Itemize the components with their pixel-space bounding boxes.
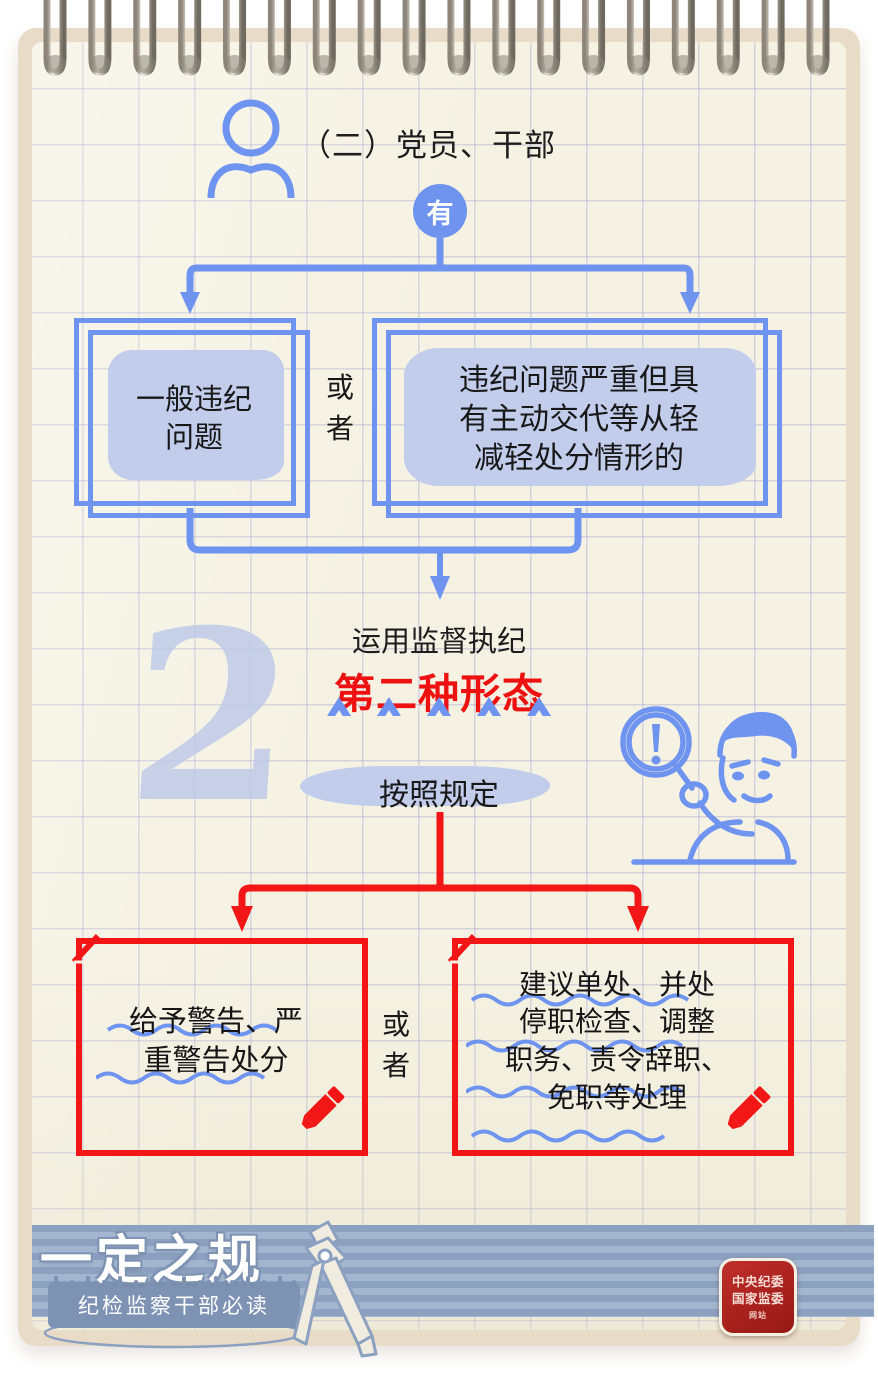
- level2-left-line-2: 重警告处分: [143, 1043, 289, 1077]
- level2-right-line-4: 免职等处理: [546, 1080, 687, 1114]
- level1-left-box-shadow: [74, 318, 296, 506]
- level2-right-line-3: 职务、责令辞职、: [504, 1043, 729, 1076]
- compass-divider-icon: [292, 1220, 378, 1358]
- level1-or-char-2: 者: [325, 411, 354, 445]
- level2-right-line-1: 建议单处、并处: [518, 967, 715, 1001]
- triangle-icon: [327, 697, 351, 735]
- badge-line-1: 中央纪委: [731, 1273, 784, 1289]
- level2-left-line-1: 给予警告、严: [128, 1004, 303, 1039]
- level1-or-char-1: 或: [325, 371, 354, 404]
- triangle-icon: [427, 697, 451, 735]
- middle-heading-line1: 运用监督执纪: [351, 624, 526, 658]
- level1-left-box: [88, 330, 310, 518]
- level1-right-box-text: 违纪问题严重但具 有主动交代等从轻 减轻处分情形的: [386, 330, 772, 508]
- level2-right-corner-fold: [447, 933, 477, 970]
- level1-or-label: 或 者: [320, 368, 360, 449]
- person-icon: [207, 99, 295, 198]
- level1-right-line-3: 减轻处分情形的: [474, 440, 684, 476]
- triangle-icon: [477, 697, 501, 735]
- level1-right-highlight: [404, 348, 756, 486]
- level1-left-line-1: 一般违纪: [135, 382, 252, 417]
- level2-or-label: 或 者: [376, 1005, 416, 1086]
- regulation-text: 按照规定: [379, 778, 499, 813]
- pencil-icon: [299, 1086, 345, 1131]
- pencil-icon: [725, 1086, 771, 1131]
- page-title: （二）党员、干部: [300, 128, 556, 164]
- level2-right-box: [452, 938, 794, 1156]
- level1-right-line-2: 有主动交代等从轻: [459, 401, 699, 437]
- brand-subtitle: 纪检监察干部必读: [78, 1294, 270, 1318]
- level1-left-line-2: 问题: [164, 420, 223, 454]
- triangle-icon: [527, 697, 551, 735]
- level2-left-corner-fold: [71, 933, 101, 970]
- status-node-has: 有: [413, 184, 467, 238]
- badge-line-2: 国家监委: [731, 1291, 784, 1307]
- badge-line-3: 网站: [749, 1309, 767, 1320]
- man-with-magnifier-icon: [620, 706, 797, 865]
- official-badge: 中央纪委 国家监委 网站: [719, 1258, 797, 1336]
- level1-left-box-text: 一般违纪 问题: [88, 330, 300, 508]
- level2-or-char-1: 或: [381, 1008, 410, 1041]
- triangle-icon: [377, 697, 401, 735]
- triangle-decoration-row: [0, 697, 878, 735]
- level1-right-box-shadow: [372, 318, 768, 506]
- level1-right-line-1: 违纪问题严重但具: [459, 362, 699, 398]
- level2-left-box: [76, 938, 368, 1156]
- level2-right-line-2: 停职检查、调整: [518, 1005, 715, 1039]
- level1-left-highlight: [108, 350, 284, 480]
- level1-right-box: [386, 330, 782, 518]
- level2-or-char-2: 者: [381, 1048, 410, 1082]
- regulation-highlight-band: [300, 766, 550, 806]
